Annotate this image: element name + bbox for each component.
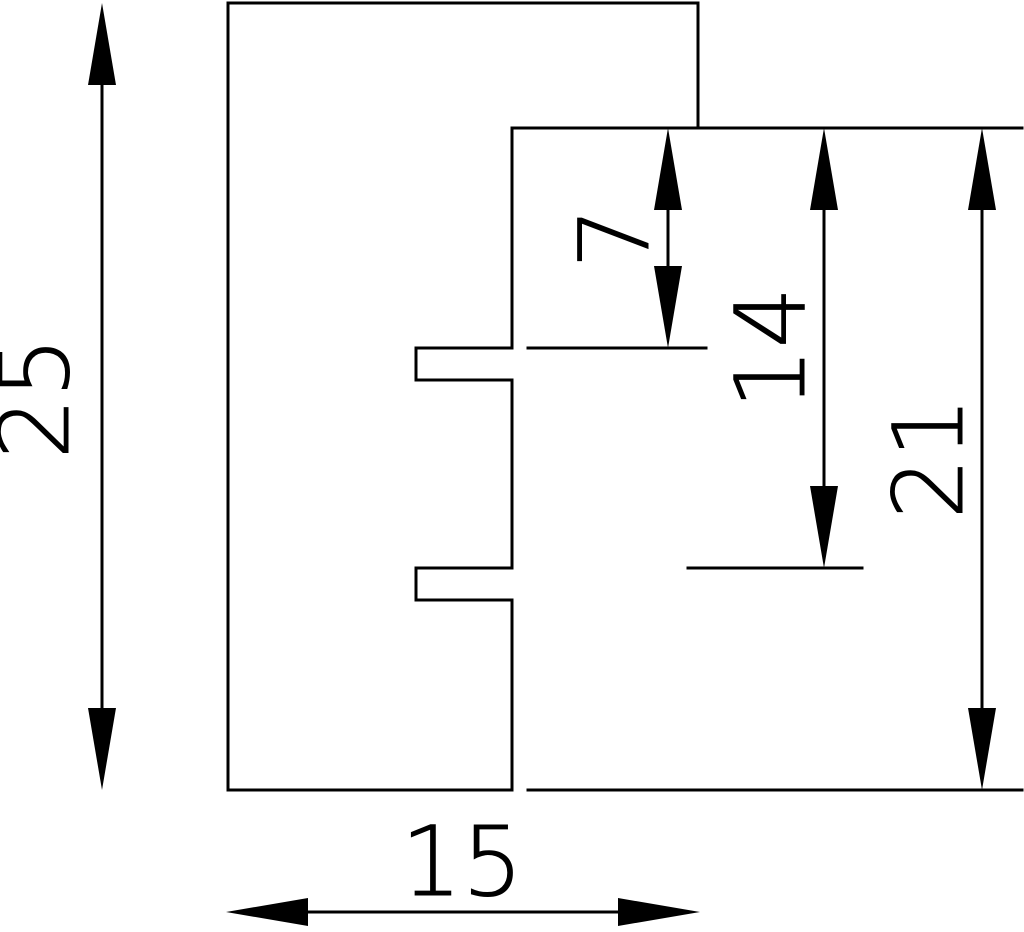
arrowhead-14-top: [810, 128, 838, 210]
arrowhead-21-bottom: [968, 708, 996, 790]
profile-outline: [226, 1, 700, 792]
arrowhead-15-left: [226, 898, 308, 926]
dimension-middle-step: 14: [715, 128, 838, 568]
dimension-label-21: 21: [873, 397, 985, 519]
arrowhead-7-bottom: [654, 266, 682, 348]
dimension-lower-height: 21: [873, 128, 996, 790]
arrowhead-25-top: [88, 3, 116, 85]
profile-outline-path: [226, 1, 700, 792]
extension-lines: [526, 126, 1024, 792]
dimension-width: 15: [226, 806, 700, 926]
dimension-overall-height: 25: [0, 3, 116, 790]
arrowhead-14-bottom: [810, 486, 838, 568]
dimension-label-14: 14: [715, 287, 827, 409]
arrowhead-25-bottom: [88, 708, 116, 790]
dimension-label-15: 15: [401, 806, 523, 918]
dimension-top-step: 7: [559, 128, 682, 348]
dimension-label-25: 25: [0, 337, 91, 459]
arrowhead-21-top: [968, 128, 996, 210]
arrowhead-15-right: [618, 898, 700, 926]
arrowhead-7-top: [654, 128, 682, 210]
dimension-label-7: 7: [559, 207, 671, 268]
